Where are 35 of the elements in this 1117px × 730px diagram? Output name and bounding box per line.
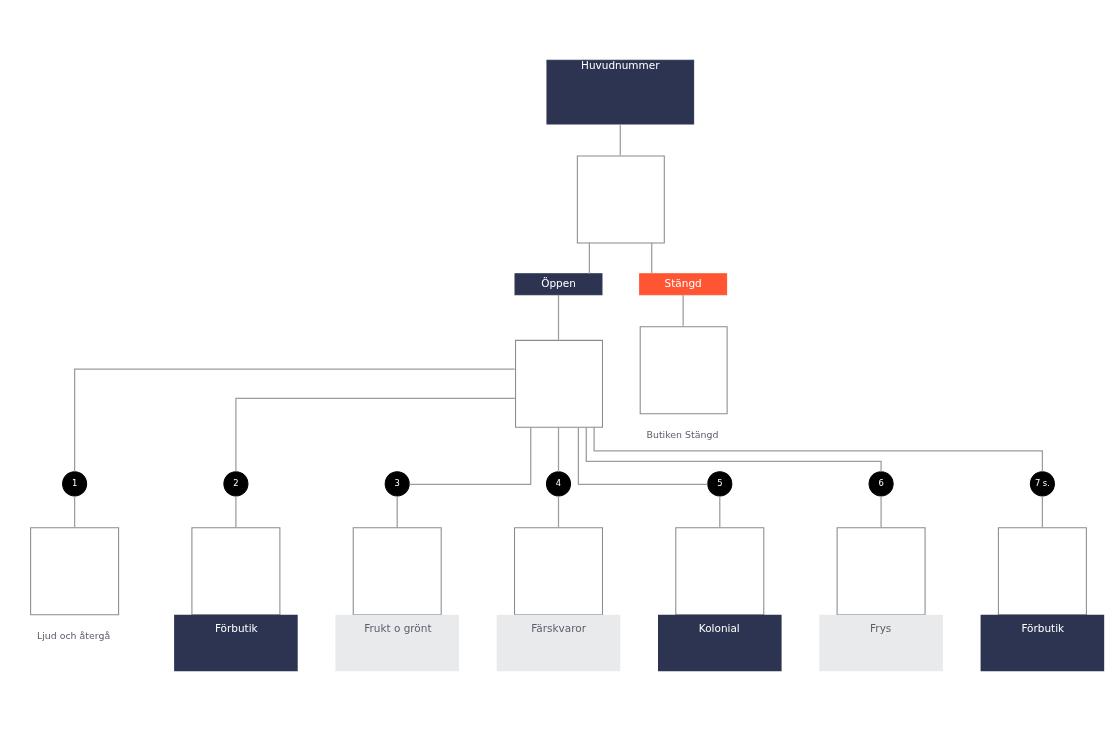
node-circle: 6: [868, 470, 894, 496]
node-box: Huvudnummer: [546, 59, 695, 125]
node-box: Stängd: [639, 272, 728, 295]
connector: [880, 495, 882, 528]
connector: [593, 425, 1044, 472]
connector: [396, 495, 398, 528]
connector: [557, 495, 560, 528]
connector: [619, 123, 621, 156]
node-label: Butiken Stängd: [646, 428, 719, 440]
node-box: [515, 339, 603, 428]
connector: [651, 241, 653, 274]
node-box: [639, 325, 728, 414]
node-circle: 1: [62, 470, 88, 496]
connector: [235, 495, 237, 528]
connector: [74, 495, 76, 528]
connector: [585, 425, 882, 472]
connector: [408, 425, 532, 485]
connector: [1041, 495, 1044, 528]
node-circle: 7 s.: [1029, 470, 1055, 496]
connector: [588, 241, 591, 274]
connector: [719, 495, 721, 528]
node-circle: 2: [223, 470, 249, 496]
node-box: [30, 526, 120, 615]
node-box: [576, 155, 665, 243]
node-circle: 4: [545, 470, 572, 496]
node-circle: 3: [384, 470, 410, 496]
connector: [682, 293, 684, 326]
connector: [74, 368, 516, 472]
connector: [577, 425, 709, 485]
node-circle: 5: [707, 470, 733, 496]
connector: [557, 293, 560, 340]
node-box: Öppen: [514, 272, 603, 295]
node-label: Ljud och återgå: [36, 629, 111, 641]
connector: [557, 425, 560, 472]
connector: [235, 397, 516, 472]
